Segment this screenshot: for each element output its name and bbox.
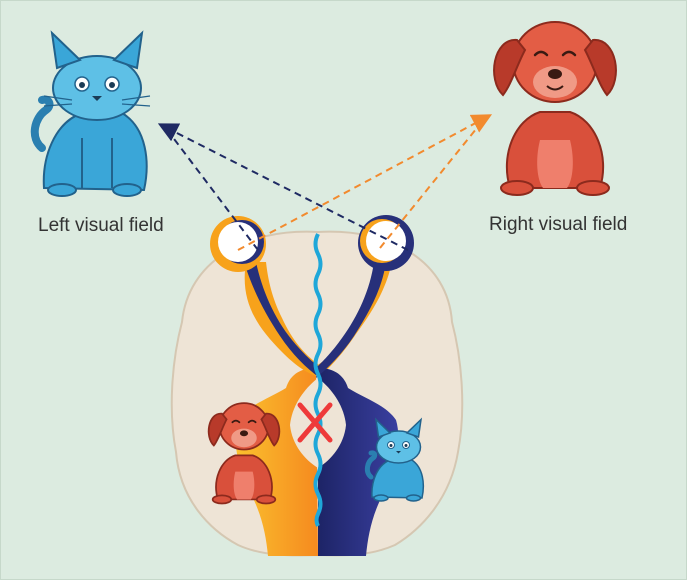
dog-icon — [493, 21, 617, 196]
right-eye — [358, 215, 414, 271]
right-eye-tract-navy — [316, 262, 386, 378]
brain-dog-icon — [207, 402, 281, 505]
x-mark-icon — [297, 402, 333, 443]
brain-cat-icon — [364, 417, 425, 502]
cat-icon — [30, 30, 151, 197]
brain-midline — [313, 233, 323, 527]
arrow-right-field-from-right-eye — [379, 117, 486, 249]
left-eye-tract-navy — [244, 262, 320, 378]
left-visual-field-label: Left visual field — [38, 215, 164, 236]
arrow-left-field-from-left-eye — [164, 126, 259, 251]
right-visual-field-label: Right visual field — [489, 214, 628, 235]
arrow-right-field-from-left-eye — [237, 114, 493, 251]
arrow-left-field-from-right-eye — [157, 123, 409, 251]
left-eye — [210, 216, 266, 272]
